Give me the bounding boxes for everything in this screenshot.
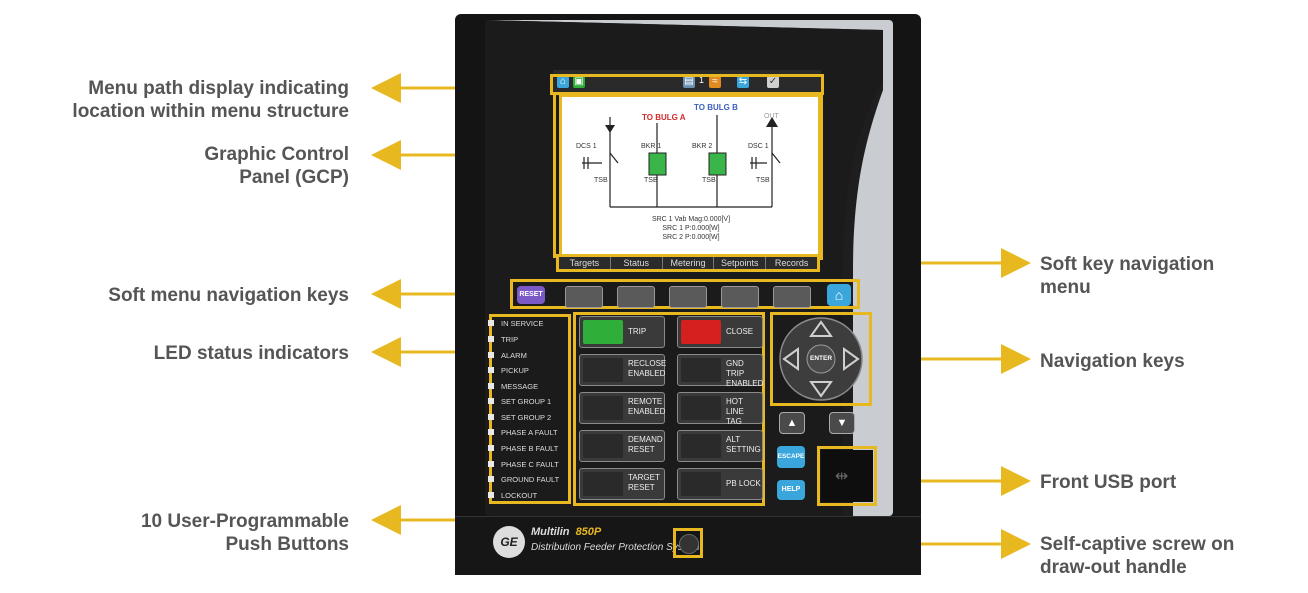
target-icon: ▤ [683,76,695,88]
bkr1-label: BKR 1 [641,143,662,150]
title-bulg-a: TO BULG A [642,113,686,122]
soft-key-menu-highlight [556,254,820,272]
enter-key[interactable]: ENTER [809,355,833,362]
nav-right-key [843,347,860,371]
brand-name: Multilin 850P [531,526,602,538]
check-icon: ✓ [767,76,779,88]
led-set-group-1: SET GROUP 1 [488,397,551,406]
usb-icon: ⇹ [835,468,849,485]
dsc1-label: DSC 1 [748,143,769,150]
callout-led: LED status indicators [153,343,349,364]
led-pickup: PICKUP [488,366,529,375]
dcs1-label: DCS 1 [576,143,597,150]
callout-screw: Self-captive screw on draw-out handle [1040,534,1235,578]
push-buttons-highlight [573,312,765,506]
home-key[interactable]: ⌂ [827,284,851,306]
usb-port[interactable]: ⇹ [821,450,873,502]
nav-down-key [809,381,833,398]
led-message: MESSAGE [488,382,538,391]
relay-device: ⌂ ▣ ▤ 1 ≈ ⇆ ✓ [455,14,921,575]
tsb-label-2: TSB [644,177,658,184]
soft-key-5[interactable] [773,286,811,308]
page-up-key[interactable]: ▲ [779,412,805,434]
pb-trip[interactable]: TRIP [579,316,665,348]
callout-menu-path: Menu path display indicating location wi… [72,78,349,122]
led-set-group-2: SET GROUP 2 [488,413,551,422]
led-trip: TRIP [488,335,518,344]
soft-key-3[interactable] [669,286,707,308]
led-phase-a-fault: PHASE A FAULT [488,428,558,437]
soft-menu-status[interactable]: Status [609,256,662,270]
help-key[interactable]: HELP [777,480,805,500]
network-icon: ⇆ [737,76,749,88]
soft-key-1[interactable] [565,286,603,308]
nav-pad [779,317,863,401]
soft-menu-metering[interactable]: Metering [661,256,714,270]
led-ground-fault: GROUND FAULT [488,475,559,484]
escape-key[interactable]: ESCAPE [777,446,805,468]
soft-menu-targets[interactable]: Targets [569,258,600,268]
reset-button[interactable]: RESET [517,286,545,304]
panel-icon[interactable]: ▣ [573,76,585,88]
callout-soft-key-menu: Soft key navigation menu [1040,254,1215,298]
led-phase-c-fault: PHASE C FAULT [488,460,559,469]
brand-subtitle: Distribution Feeder Protection System [531,542,700,553]
page-down-key[interactable]: ▼ [829,412,855,434]
callout-push-buttons: 10 User-Programmable Push Buttons [140,511,349,555]
out-label: OUT [764,113,779,120]
callout-soft-menu-keys: Soft menu navigation keys [108,285,349,306]
led-lockout: LOCKOUT [488,491,537,500]
gcp-readouts: SRC 1 Vab Mag:0.000[V] SRC 1 P:0.000[W] … [651,216,731,241]
callout-usb: Front USB port [1040,472,1177,493]
ge-logo: GE [493,526,525,558]
tsb-label-4: TSB [756,177,770,184]
led-in-service: IN SERVICE [488,319,543,328]
home-icon[interactable]: ⌂ [557,76,569,88]
led-phase-b-fault: PHASE B FAULT [488,444,558,453]
callout-nav-keys: Navigation keys [1040,351,1185,372]
nav-keys-highlight [770,312,872,406]
soft-key-menu: Targets Status Metering Setpoints Record… [559,256,817,270]
tsb-label-3: TSB [702,177,716,184]
rss-icon: ≈ [709,76,721,88]
led-alarm: ALARM [488,351,527,360]
menu-counter: 1 [699,75,705,85]
soft-menu-setpoints[interactable]: Setpoints [713,256,765,270]
pb-pb-lock[interactable]: PB LOCK [677,468,763,500]
soft-key-2[interactable] [617,286,655,308]
nav-up-key [809,320,833,337]
tsb-label-1: TSB [594,177,608,184]
title-bulg-b: TO BULG B [694,103,738,112]
soft-menu-records[interactable]: Records [765,256,817,270]
pb-close[interactable]: CLOSE [677,316,763,348]
gcp-highlight [553,92,821,258]
captive-screw[interactable] [679,534,699,554]
screw-highlight [673,528,703,558]
single-line-diagram [582,115,781,208]
led-panel-highlight [489,314,571,504]
bkr2-label: BKR 2 [692,143,713,150]
usb-highlight [817,446,877,506]
callout-gcp: Graphic Control Panel (GCP) [204,144,349,188]
nav-left-key [782,347,799,371]
soft-key-4[interactable] [721,286,759,308]
gcp-screen: TO BULG A TO BULG B OUT DCS 1 BKR 1 BKR … [559,94,823,260]
